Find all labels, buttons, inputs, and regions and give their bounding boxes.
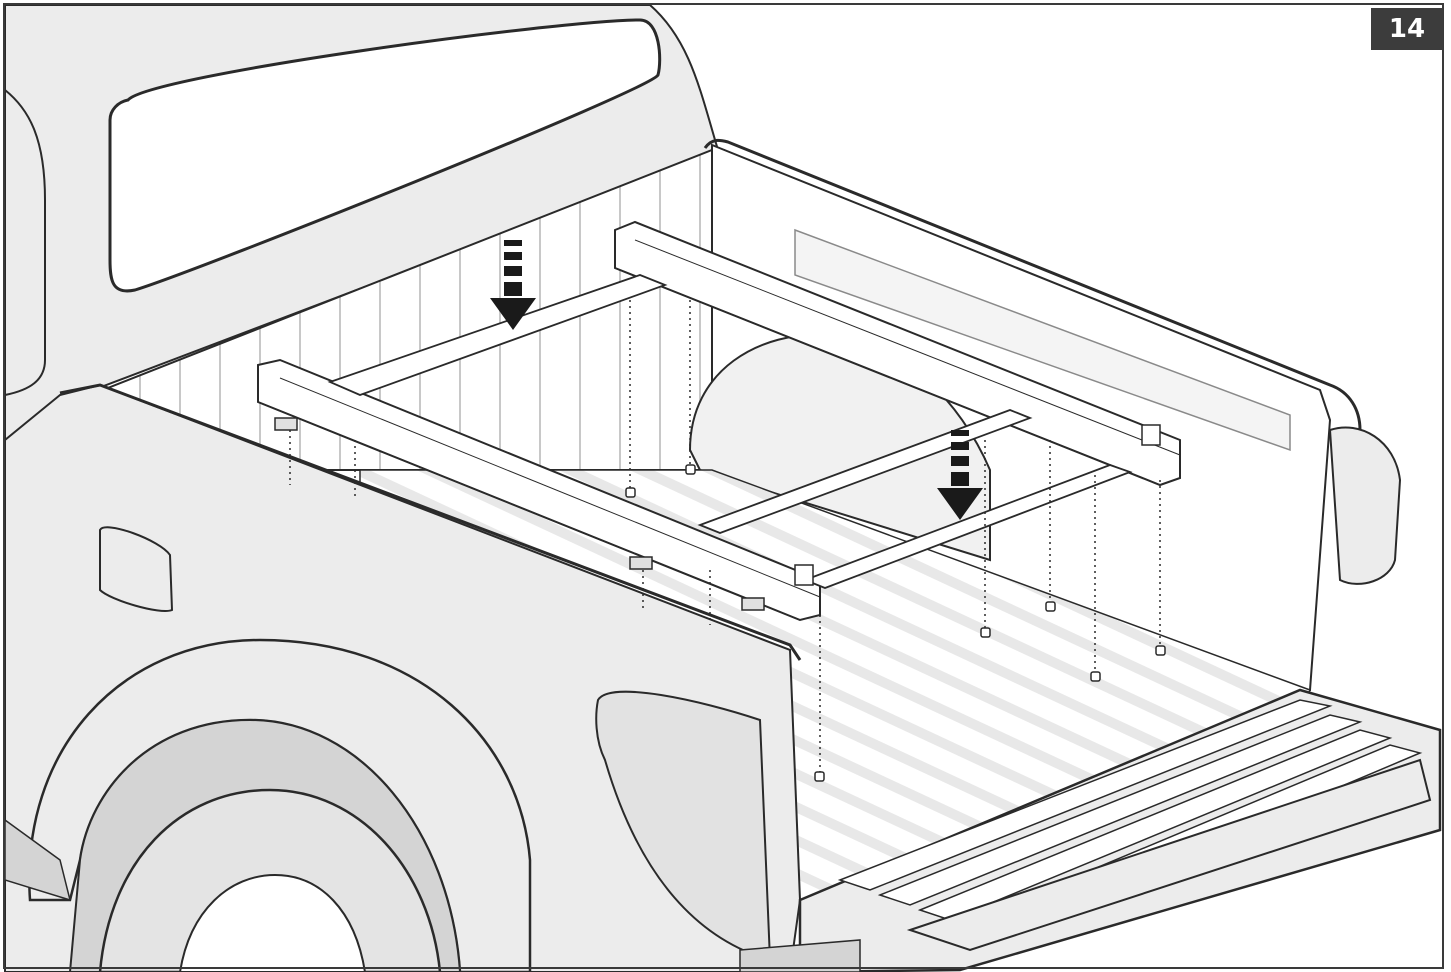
figure-frame <box>3 3 1444 969</box>
tailgate-handle-panel <box>906 758 1432 952</box>
alignment-guides <box>289 300 1161 775</box>
rear-taillight <box>1328 426 1402 585</box>
down-arrow-icon <box>937 430 983 520</box>
far-rail-top <box>703 138 1362 431</box>
bracket <box>741 597 765 611</box>
near-rail-top <box>59 383 802 661</box>
cross-bar-left <box>327 274 668 396</box>
tail-light-recess <box>595 690 772 962</box>
bumper-step <box>739 939 861 972</box>
end-cap <box>1141 424 1161 446</box>
cross-bar-right <box>802 464 1133 589</box>
cross-bar-middle <box>697 409 1033 534</box>
step-number-badge: 14 <box>1371 8 1443 50</box>
far-wall-recess <box>794 228 1291 452</box>
bracket <box>274 417 298 431</box>
down-arrow-icon <box>490 240 536 330</box>
end-cap <box>794 564 814 586</box>
cab-rear-window <box>108 18 662 293</box>
rack-frame <box>257 220 1181 622</box>
floor-mount-points <box>625 464 1166 782</box>
bracket <box>629 556 653 570</box>
mud-flap-edge <box>4 818 72 902</box>
rim <box>178 873 367 972</box>
fuel-door <box>99 526 174 612</box>
cab-side-edge <box>4 89 46 396</box>
